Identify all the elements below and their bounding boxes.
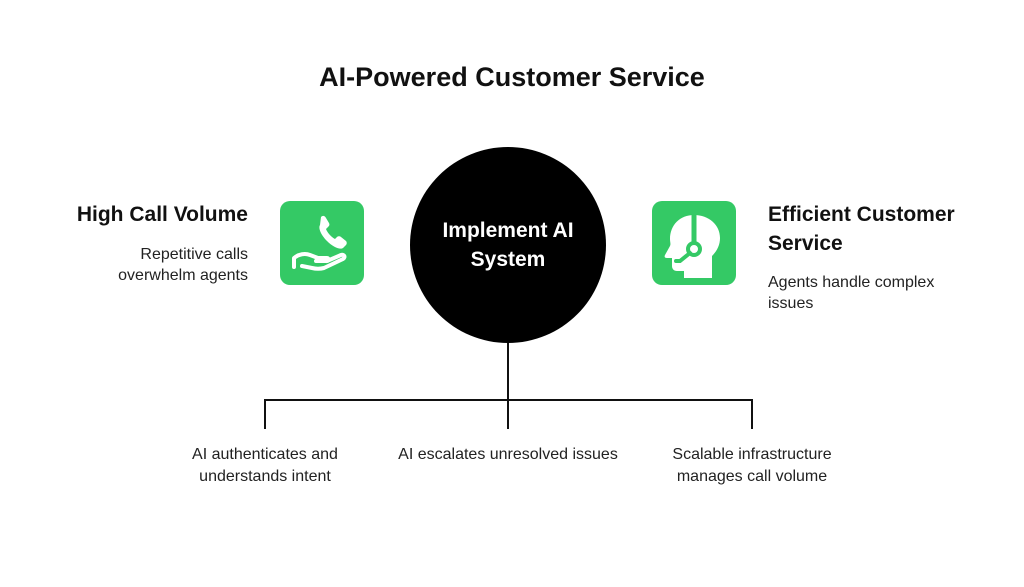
connector-middle xyxy=(507,399,509,429)
diagram-title: AI-Powered Customer Service xyxy=(319,62,705,92)
branch-label: Scalable infrastructure manages call vol… xyxy=(672,446,832,485)
right-description: Agents handle complex issues xyxy=(768,274,935,312)
left-heading: High Call Volume xyxy=(76,203,248,226)
connector-trunk xyxy=(507,343,509,401)
connector-right xyxy=(751,399,753,429)
right-heading: Efficient Customer Service xyxy=(768,203,955,255)
connector-left xyxy=(264,399,266,429)
left-description: Repetitive calls overwhelm agents xyxy=(118,246,248,284)
branch-label: AI escalates unresolved issues xyxy=(398,446,618,463)
center-node: Implement AI System xyxy=(410,147,606,343)
headset-agent-icon xyxy=(652,201,736,285)
center-label: Implement AI System xyxy=(442,219,574,271)
branch-label: AI authenticates and understands intent xyxy=(192,446,338,485)
phone-in-hand-icon xyxy=(280,201,364,285)
